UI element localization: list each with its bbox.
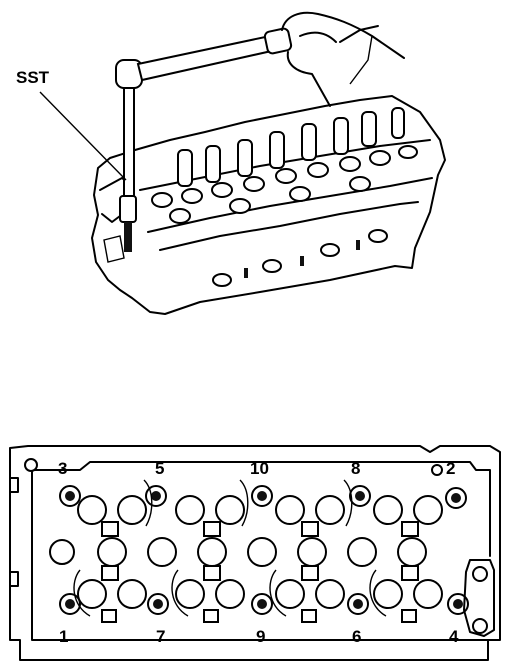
valve-ports-upper xyxy=(77,495,443,525)
hand-illustration xyxy=(281,11,405,107)
bolt-number-3: 3 xyxy=(58,459,67,478)
bolt-sequence-labels: 1 2 3 4 5 6 7 8 9 10 xyxy=(58,459,459,646)
bolt-number-2: 2 xyxy=(446,459,455,478)
valve-ports-middle xyxy=(49,537,427,567)
bolt-number-8: 8 xyxy=(351,459,360,478)
bolt-number-6: 6 xyxy=(352,627,361,646)
side-ports xyxy=(212,229,388,287)
bolt-number-1: 1 xyxy=(59,627,68,646)
bolt-number-5: 5 xyxy=(155,459,164,478)
sst-label: SST xyxy=(16,68,50,87)
square-bosses xyxy=(101,521,419,623)
bolt-number-4: 4 xyxy=(449,627,459,646)
sst-leader-line xyxy=(39,91,127,181)
valve-stems xyxy=(177,107,405,187)
bolt-number-7: 7 xyxy=(156,627,165,646)
head-bolts xyxy=(59,485,469,615)
sst-wrench xyxy=(115,27,293,252)
valve-ports-lower xyxy=(77,579,443,609)
valve-spring-seats xyxy=(151,145,418,224)
bolt-number-9: 9 xyxy=(256,627,265,646)
bolt-number-10: 10 xyxy=(250,459,269,478)
cylinder-head-drawing xyxy=(91,95,446,315)
end-bracket xyxy=(463,559,495,637)
dowel-hole xyxy=(431,464,443,476)
tightening-sequence-diagram xyxy=(9,445,501,661)
dowel-hole xyxy=(24,458,38,472)
